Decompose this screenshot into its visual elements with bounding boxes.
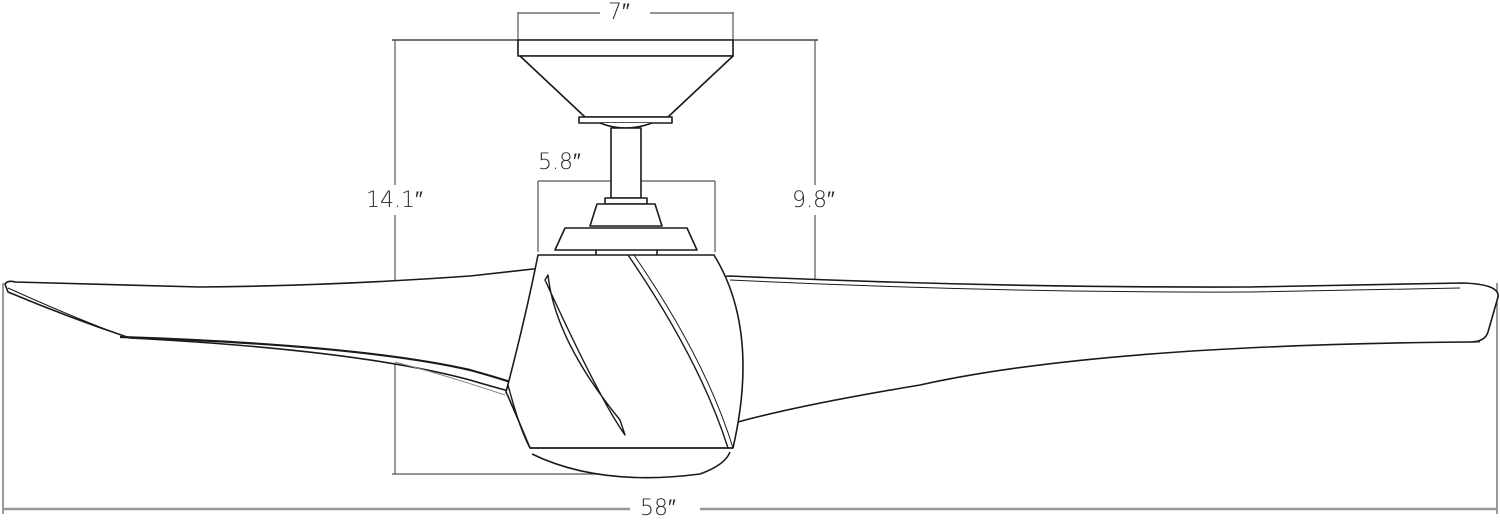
motor-housing [505, 254, 744, 479]
motor-mount-width-label: 5.8″ [538, 150, 581, 175]
canopy-width-label: 7″ [604, 2, 634, 24]
right-blade [717, 275, 1499, 423]
overall-height-label: 14.1″ [362, 190, 427, 212]
left-blade [4, 267, 606, 421]
ceiling-to-blade-label: 9.8″ [788, 190, 839, 212]
blade-span-label: 58″ [636, 498, 680, 520]
motor-mount [554, 203, 698, 255]
downrod [604, 127, 648, 205]
canopy [517, 39, 734, 129]
dimension-lines [2, 12, 1498, 514]
fan-drawing [4, 39, 1499, 479]
